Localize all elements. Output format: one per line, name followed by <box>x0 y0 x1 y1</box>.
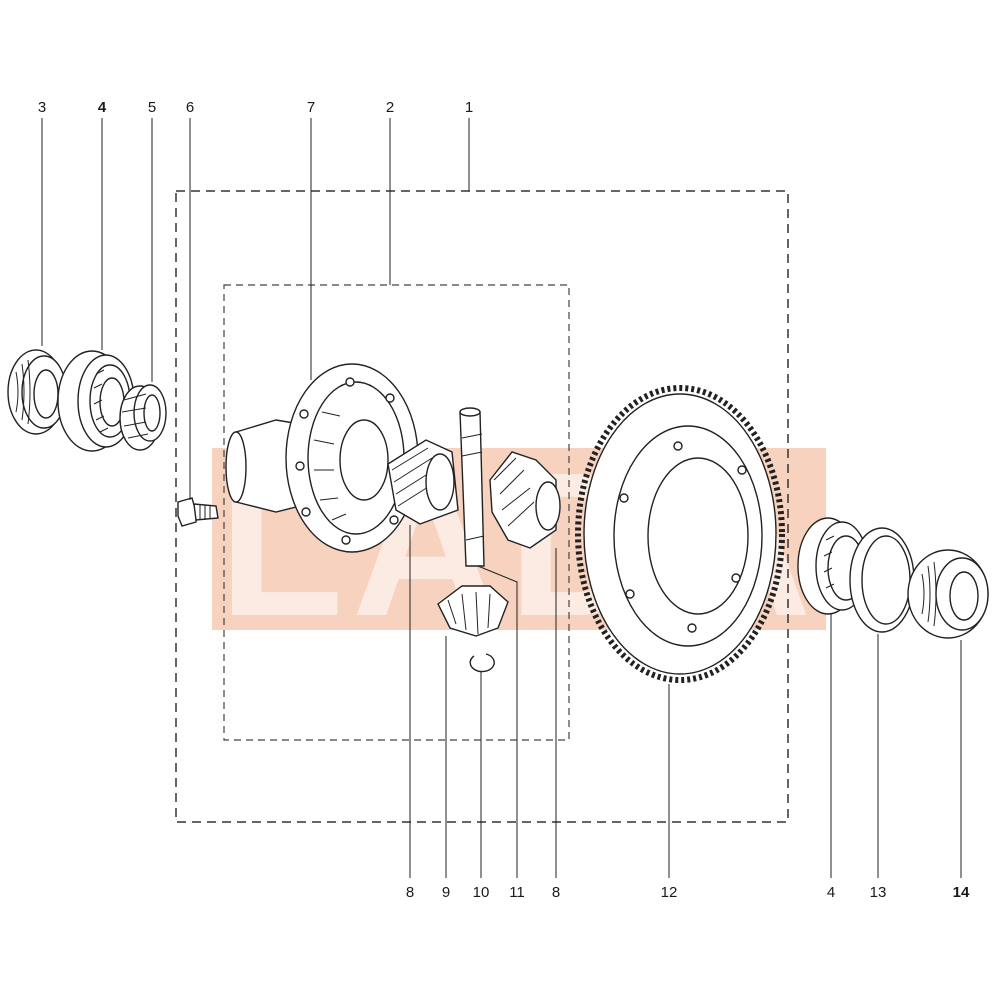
callout-labels: 3 4 5 6 7 2 1 8 9 10 11 8 12 4 13 14 <box>38 99 970 901</box>
callout-5: 5 <box>148 99 156 116</box>
bearing-race-icon <box>119 384 167 451</box>
callout-8-left: 8 <box>406 884 414 901</box>
callout-2: 2 <box>386 99 394 116</box>
callout-7: 7 <box>307 99 315 116</box>
callout-12: 12 <box>661 884 678 901</box>
callout-3: 3 <box>38 99 46 116</box>
callout-13: 13 <box>870 884 887 901</box>
callout-14: 14 <box>953 884 970 901</box>
ring-icon <box>849 527 915 633</box>
shaft-icon <box>459 407 485 567</box>
callout-10: 10 <box>473 884 490 901</box>
bevel-gear-icon <box>489 451 561 549</box>
assembly-group-box <box>175 190 789 823</box>
callout-1: 1 <box>465 99 473 116</box>
callout-9: 9 <box>442 884 450 901</box>
callout-8-right: 8 <box>552 884 560 901</box>
callout-11: 11 <box>509 884 525 901</box>
callout-6: 6 <box>186 99 194 116</box>
callout-4-right: 4 <box>827 884 835 901</box>
bevel-gear-icon <box>387 439 459 525</box>
subassembly-group-box <box>223 284 570 741</box>
bearing-race-icon <box>907 549 989 639</box>
callout-4-left: 4 <box>98 99 107 116</box>
bolt-icon <box>177 497 219 527</box>
bearing-race-icon <box>7 349 67 435</box>
leader-lines <box>41 118 962 878</box>
housing-icon <box>225 363 419 553</box>
circlip-icon <box>469 653 495 673</box>
ring-gear-icon <box>575 385 785 683</box>
bevel-gear-icon <box>437 585 509 637</box>
